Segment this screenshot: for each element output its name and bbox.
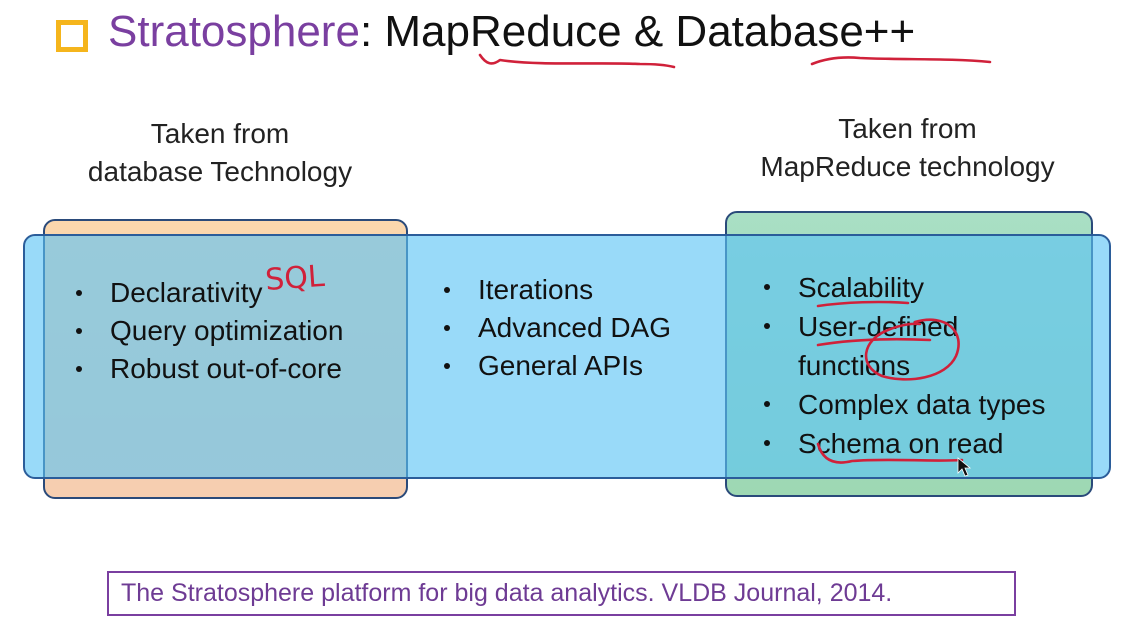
heading-right-line2: MapReduce technology bbox=[760, 151, 1055, 182]
mapreduce-features-list: Scalability User-defined functions Compl… bbox=[760, 268, 1045, 463]
list-item-robust-out-of-core: Robust out-of-core bbox=[72, 350, 343, 388]
list-item-user-defined: User-defined bbox=[760, 307, 1045, 346]
list-item-advanced-dag: Advanced DAG bbox=[440, 309, 671, 347]
list-item-declarativity: Declarativity bbox=[72, 274, 343, 312]
database-features-list: Declarativity Query optimization Robust … bbox=[72, 274, 343, 388]
list-item-schema-on-read: Schema on read bbox=[760, 424, 1045, 463]
heading-mapreduce-technology: Taken from MapReduce technology bbox=[715, 110, 1100, 186]
list-item-general-apis: General APIs bbox=[440, 347, 671, 385]
list-item-iterations: Iterations bbox=[440, 271, 671, 309]
stratosphere-features-list: Iterations Advanced DAG General APIs bbox=[440, 271, 671, 385]
slide-title: Stratosphere: MapReduce & Database++ bbox=[108, 2, 915, 62]
heading-database-technology: Taken from database Technology bbox=[40, 115, 400, 191]
list-item-complex-data-types: Complex data types bbox=[760, 385, 1045, 424]
list-item-query-optimization: Query optimization bbox=[72, 312, 343, 350]
citation-reference: The Stratosphere platform for big data a… bbox=[107, 571, 1016, 616]
list-item-scalability: Scalability bbox=[760, 268, 1045, 307]
heading-left-line1: Taken from bbox=[150, 118, 290, 149]
hollow-square-icon bbox=[56, 20, 88, 52]
heading-left-line2: database Technology bbox=[87, 156, 353, 187]
heading-right-line1: Taken from bbox=[838, 113, 977, 144]
list-item-functions: functions bbox=[798, 350, 911, 381]
title-prefix: Stratosphere bbox=[108, 7, 360, 56]
title-rest: : MapReduce & Database++ bbox=[359, 7, 916, 56]
